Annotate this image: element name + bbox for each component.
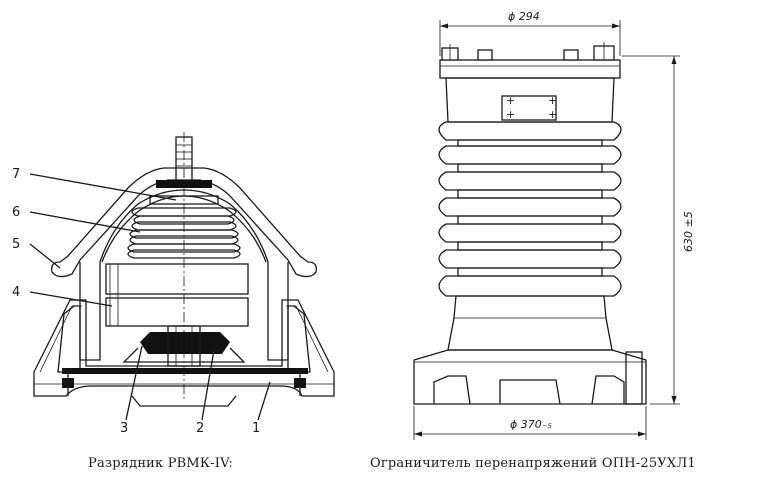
svg-text:+: + — [548, 108, 557, 121]
arrester-rvmk-section — [33, 132, 335, 407]
callouts: 7 6 5 4 3 2 1 — [12, 167, 271, 436]
insulator-sheds — [438, 121, 622, 297]
callout-3: 3 — [120, 421, 128, 436]
callout-1: 1 — [252, 421, 260, 436]
dim-bottom: ϕ 370₋₅ — [510, 418, 552, 431]
dim-height: 630 ±5 — [682, 211, 695, 252]
svg-text:+: + — [506, 108, 515, 121]
caption-opn: Ограничитель перенапряжений ОПН-25УХЛ1 — [370, 456, 696, 471]
dim-top: ϕ 294 — [508, 10, 540, 23]
callout-5: 5 — [12, 237, 20, 252]
spring — [127, 207, 241, 259]
callout-6: 6 — [12, 205, 20, 220]
callout-4: 4 — [12, 285, 20, 300]
svg-text:+: + — [548, 94, 557, 107]
caption-rvmk: Разрядник РВМК-IV: — [88, 456, 233, 471]
svg-text:+: + — [506, 94, 515, 107]
callout-7: 7 — [12, 167, 20, 182]
surge-arrester-opn: ϕ 294 + + + + — [413, 10, 695, 440]
callout-2: 2 — [196, 421, 204, 436]
